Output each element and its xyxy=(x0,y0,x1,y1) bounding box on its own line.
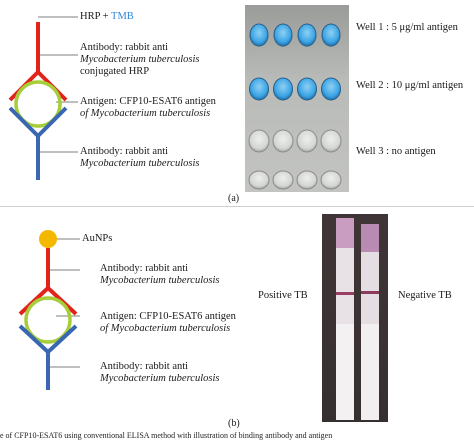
well-row2 xyxy=(249,77,269,101)
panel-divider xyxy=(0,206,474,207)
antibody-bottom-label-b: Antibody: rabbit anti Mycobacterium tube… xyxy=(100,361,219,385)
antigen-circle xyxy=(24,296,72,344)
label-line: conjugated HRP xyxy=(80,66,150,77)
well-row1 xyxy=(273,23,293,47)
label-line: Mycobacterium tuberculosis xyxy=(80,54,200,65)
well-row3 xyxy=(296,129,318,153)
label-line: of Mycobacterium tuberculosis xyxy=(100,323,231,334)
well-1-label: Well 1 : 5 μg/ml antigen xyxy=(356,22,458,33)
antibody-top-label: Antibody: rabbit anti Mycobacterium tube… xyxy=(80,42,199,78)
hrp-text: HRP + xyxy=(80,11,112,22)
panel-b-diagram xyxy=(18,230,80,390)
well-row4 xyxy=(272,170,294,190)
label-line: Mycobacterium tuberculosis xyxy=(80,158,200,169)
well-row4 xyxy=(248,170,270,190)
tmb-text: TMB xyxy=(111,11,134,22)
bottom-caption-cut: e of CFP10-ESAT6 using conventional ELIS… xyxy=(0,432,333,440)
strip-lower xyxy=(361,324,379,420)
caption-b: (b) xyxy=(228,418,240,429)
label-line: Mycobacterium tuberculosis xyxy=(100,275,220,286)
label-line: Antibody: rabbit anti xyxy=(100,361,189,372)
antibody-bottom-label: Antibody: rabbit anti Mycobacterium tube… xyxy=(80,146,199,170)
label-line: of Mycobacterium tuberculosis xyxy=(80,108,211,119)
aunps-label: AuNPs xyxy=(82,233,113,244)
blue-antibody-arm-left xyxy=(8,106,40,138)
well-plate-svg xyxy=(248,23,342,190)
caption-a: (a) xyxy=(228,193,240,204)
well-row3 xyxy=(248,129,270,153)
well-row2 xyxy=(321,77,341,101)
blue-antibody-arm-right xyxy=(46,324,78,354)
well-row2 xyxy=(273,77,293,101)
negative-tb-label: Negative TB xyxy=(398,290,452,301)
aunp-circle xyxy=(39,230,57,248)
well-row1 xyxy=(297,23,317,47)
panel-a-diagram xyxy=(8,16,78,180)
well-row1 xyxy=(321,23,341,47)
hrp-tmb-label: HRP + TMB xyxy=(80,11,134,23)
well-2-label: Well 2 : 10 μg/ml antigen xyxy=(356,80,464,91)
strip-lower xyxy=(336,324,354,420)
label-line: Mycobacterium tuberculosis xyxy=(100,373,220,384)
label-line: Antibody: rabbit anti xyxy=(80,42,169,53)
strip-pink-top xyxy=(361,224,379,252)
antibody-top-label-b: Antibody: rabbit anti Mycobacterium tube… xyxy=(100,263,219,287)
well-row1 xyxy=(249,23,269,47)
blue-antibody-arm-right xyxy=(36,106,68,138)
well-row4 xyxy=(320,170,342,190)
well-plate-photo xyxy=(245,5,349,192)
well-row3 xyxy=(272,129,294,153)
well-row2 xyxy=(297,77,317,101)
positive-tb-label: Positive TB xyxy=(258,290,308,301)
label-line: Antigen: CFP10-ESAT6 antigen xyxy=(100,311,236,322)
antigen-label: Antigen: CFP10-ESAT6 antigen of Mycobact… xyxy=(80,96,216,120)
label-line: Antibody: rabbit anti xyxy=(80,146,169,157)
test-strip-photo xyxy=(322,214,388,422)
test-strip-svg xyxy=(336,218,379,420)
antigen-label-b: Antigen: CFP10-ESAT6 antigen of Mycobact… xyxy=(100,311,236,335)
blue-antibody-arm-left xyxy=(18,324,50,354)
label-line: Antigen: CFP10-ESAT6 antigen xyxy=(80,96,216,107)
antigen-circle xyxy=(14,80,62,128)
positive-test-line xyxy=(336,292,354,295)
strip-pink-top xyxy=(336,218,354,248)
well-3-label: Well 3 : no antigen xyxy=(356,146,436,157)
well-row4 xyxy=(296,170,318,190)
label-line: Antibody: rabbit anti xyxy=(100,263,189,274)
well-row3 xyxy=(320,129,342,153)
negative-control-line xyxy=(361,291,379,294)
